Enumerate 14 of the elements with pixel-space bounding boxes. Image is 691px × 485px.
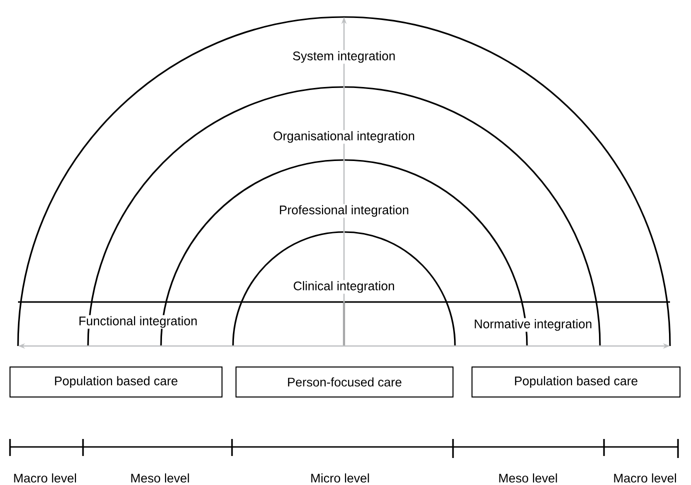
level-label: Meso level [129, 472, 191, 484]
band-label: Clinical integration [292, 280, 396, 294]
care-box: Person-focused care [236, 366, 454, 398]
band-label: System integration [291, 50, 397, 64]
level-label: Macro level [612, 472, 678, 484]
band-label: Functional integration [77, 315, 199, 329]
care-box: Population based care [472, 366, 680, 398]
level-label: Micro level [309, 472, 371, 484]
band-label: Professional integration [278, 204, 410, 218]
level-label: Meso level [497, 472, 559, 484]
care-box: Population based care [10, 366, 222, 398]
band-label: Organisational integration [272, 130, 416, 144]
band-label: Normative integration [472, 318, 594, 332]
level-label: Macro level [12, 472, 78, 484]
